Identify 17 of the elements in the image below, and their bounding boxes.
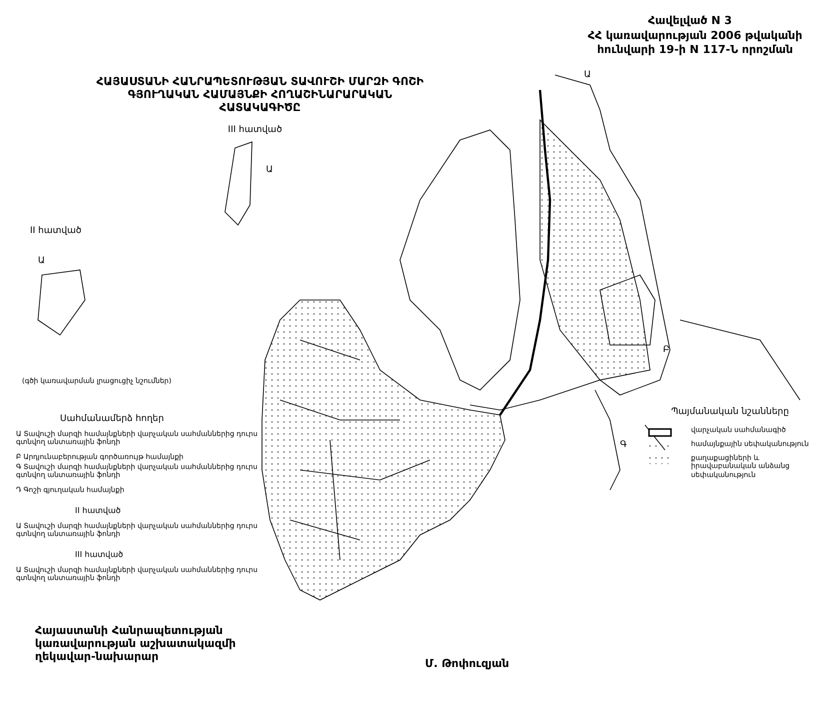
zone-letter: Ա xyxy=(266,165,274,176)
map-title: ՀԱՅԱՍՏԱՆԻ ՀԱՆՐԱՊԵՏՈՒԹՅԱՆ ՏԱՎՈՒՇԻ ՄԱՐԶԻ ԳՈՇԻ ԳՅՈՒՂԱԿԱՆ ՀԱՄԱՅՆՔԻ ՀՈՂԱՇԻՆԱՐԱՐԱԿԱՆ ՀԱՏԱԿԱԳԻԾԸ xyxy=(95,75,425,115)
signatory-name: Մ. Թոփուզյան xyxy=(425,657,510,670)
decree-reference: ՀՀ կառավարության 2006 թվականի xyxy=(586,29,804,42)
decree-reference: հունվարի 19-ի N 117-Ն որոշման xyxy=(596,43,794,56)
zone-letter: Գ xyxy=(620,440,628,451)
section-label: III հատված xyxy=(226,125,284,136)
section-label: II հատված xyxy=(75,506,122,516)
legend-heading: Պայմանական նշանները xyxy=(670,407,790,418)
zone-letter: Ա xyxy=(38,256,46,267)
section-label: II հատված xyxy=(30,226,82,237)
legend-heading: Սահմանամերձ հողեր xyxy=(60,414,165,425)
zone-letter: Բ xyxy=(663,345,671,356)
annex-number: Հավելված N 3 xyxy=(647,14,733,28)
section-label: III հատված xyxy=(75,550,124,560)
signatory-title: Հայաստանի Հանրապետության կառավարության աշխատակազմի ղեկավար-նախարար xyxy=(35,624,237,664)
zone-letter: Ա xyxy=(584,70,592,81)
